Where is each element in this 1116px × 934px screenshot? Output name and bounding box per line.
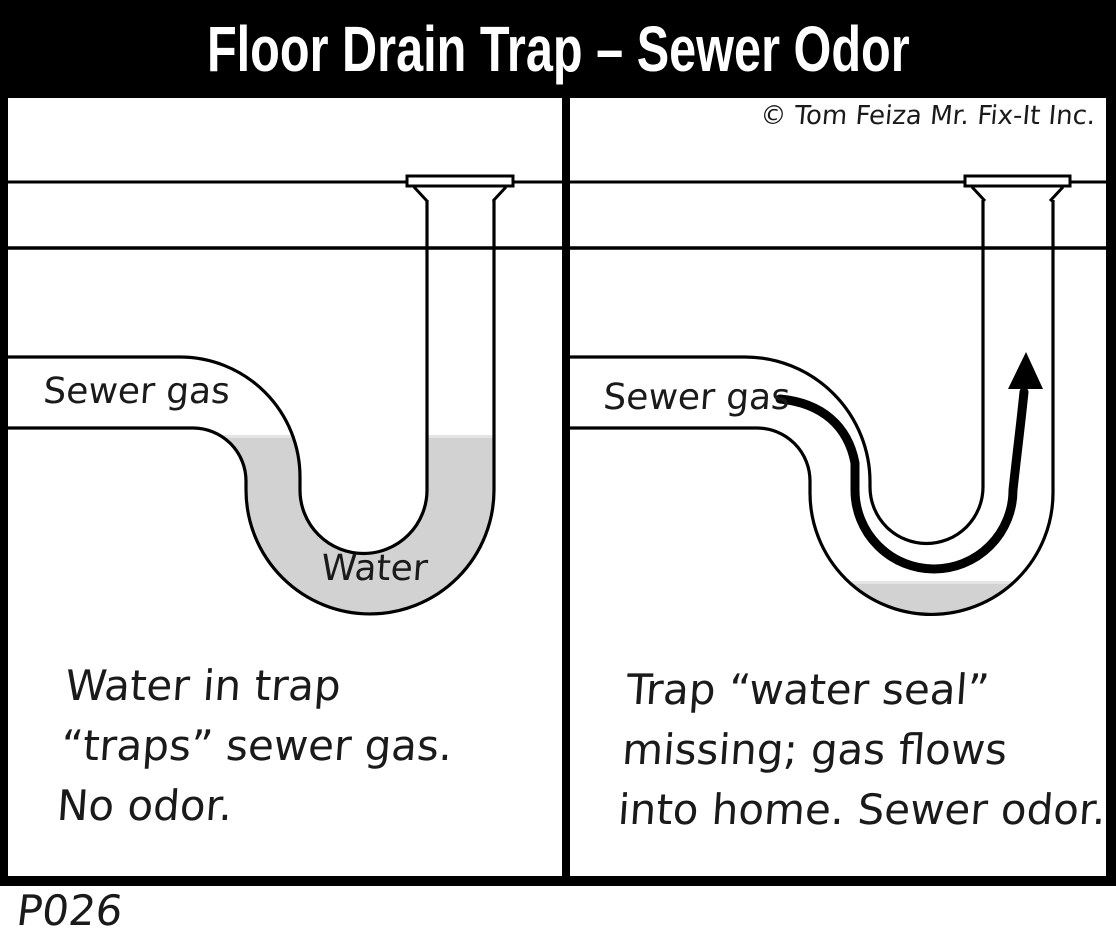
left-caption-line-2: “traps” sewer gas. — [59, 721, 455, 770]
left-caption: Water in trap “traps” sewer gas. No odor… — [55, 656, 459, 836]
right-caption: Trap “water seal” missing; gas flows int… — [616, 660, 1116, 840]
left-trap-inner-wall — [8, 200, 429, 556]
right-sewer-gas-label: Sewer gas — [602, 377, 792, 418]
figure-id: P026 — [14, 886, 126, 934]
right-trap-outer-wall — [570, 200, 1055, 617]
left-caption-line-1: Water in trap — [63, 661, 343, 710]
left-sewer-gas-label: Sewer gas — [42, 371, 232, 412]
water-label: Water — [319, 548, 430, 589]
left-trap-outer-wall — [8, 200, 496, 616]
right-drain-strainer — [963, 174, 1072, 188]
right-drain-funnel — [970, 185, 1065, 203]
gas-flow-arrowhead — [1008, 352, 1043, 389]
frame-right-border — [1106, 98, 1116, 886]
right-trap-inner-wall — [570, 200, 985, 546]
left-caption-line-3: No odor. — [55, 781, 235, 830]
frame-left-border — [0, 98, 8, 886]
frame-bottom-border — [0, 876, 1116, 886]
right-caption-line-1: Trap “water seal” — [624, 665, 991, 714]
title-bar: Floor Drain Trap – Sewer Odor — [0, 0, 1116, 98]
left-drain-funnel — [412, 185, 508, 203]
right-caption-line-2: missing; gas flows — [620, 725, 1009, 774]
left-drain-strainer — [405, 174, 515, 188]
copyright-notice: © Tom Feiza Mr. Fix-It Inc. — [759, 101, 1097, 131]
left-trap-water — [222, 437, 494, 614]
right-caption-line-3: into home. Sewer odor. — [616, 785, 1108, 834]
panel-divider — [562, 98, 570, 886]
gas-flow-arrow — [775, 387, 1029, 574]
figure-title: Floor Drain Trap – Sewer Odor — [206, 13, 910, 85]
